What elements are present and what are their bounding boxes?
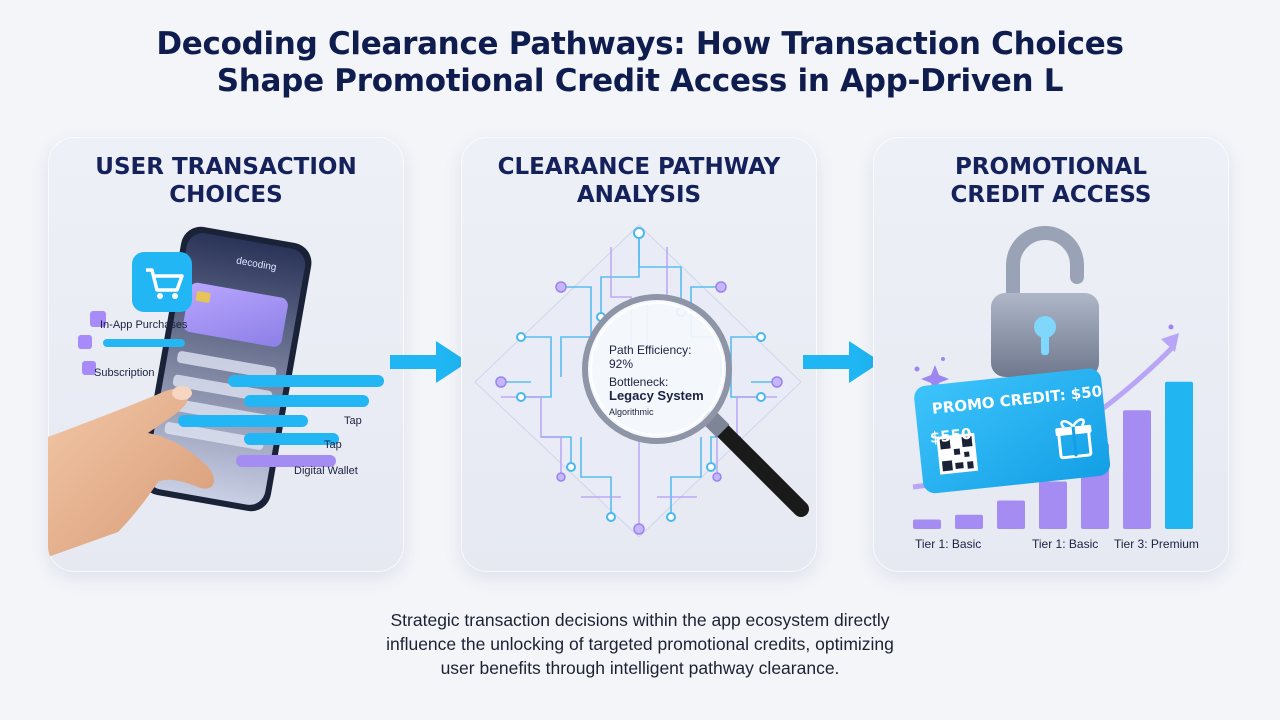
choice-bar xyxy=(178,415,308,427)
panel-clearance-pathway-analysis: CLEARANCE PATHWAY ANALYSIS xyxy=(461,137,817,572)
caption-line-3: user benefits through intelligent pathwa… xyxy=(440,658,840,678)
option-label: Digital Wallet xyxy=(294,465,358,477)
flow-arrow-2 xyxy=(803,341,881,383)
tier-label: Tier 1: Basic xyxy=(915,537,982,551)
panel-title-line-1: CLEARANCE PATHWAY xyxy=(497,154,781,180)
flow-arrow-1 xyxy=(390,341,468,383)
tier-bar xyxy=(913,519,941,529)
caption: Strategic transaction decisions within t… xyxy=(340,608,940,680)
bottleneck-value: Legacy System xyxy=(609,388,704,403)
option-label: Tap xyxy=(344,415,362,427)
option-label: In-App Purchases xyxy=(100,319,188,331)
panel-title: USER TRANSACTION CHOICES xyxy=(48,153,404,209)
panel-user-transaction-choices: USER TRANSACTION CHOICES xyxy=(48,137,404,572)
lens-readout: Path Efficiency: 92% Bottleneck: Legacy … xyxy=(609,343,704,419)
caption-line-1: Strategic transaction decisions within t… xyxy=(390,610,890,630)
lens-footnote: Algorithmic xyxy=(609,407,654,417)
sparkle-dot xyxy=(1168,324,1174,330)
tier-bar xyxy=(1039,481,1067,529)
cart-tile xyxy=(132,252,192,312)
choice-bar xyxy=(244,395,369,407)
promo-credit-card xyxy=(914,368,1111,494)
option-bar xyxy=(103,339,185,347)
sparkle-dot xyxy=(941,357,945,361)
tier-bar xyxy=(955,514,983,529)
path-efficiency-value: 92% xyxy=(609,357,634,371)
option-label: Tap xyxy=(324,439,342,451)
padlock-icon xyxy=(991,226,1099,377)
sparkle-icon xyxy=(921,365,949,393)
phone-illustration xyxy=(48,226,384,557)
panel-title-line-1: PROMOTIONAL xyxy=(954,154,1148,180)
bottleneck-label: Bottleneck: xyxy=(609,375,669,389)
tier-bar xyxy=(1165,381,1193,529)
path-efficiency-label: Path Efficiency: xyxy=(609,343,692,357)
caption-line-2: influence the unlocking of targeted prom… xyxy=(386,634,894,654)
circuit-network xyxy=(474,224,809,538)
tier-label: Tier 3: Premium xyxy=(1114,537,1199,551)
panel-title-line-1: USER TRANSACTION xyxy=(95,154,357,180)
title-line-2: Shape Promotional Credit Access in App-D… xyxy=(216,63,1064,99)
credit-illustration xyxy=(912,226,1193,529)
panel-title: PROMOTIONAL CREDIT ACCESS xyxy=(873,153,1229,209)
tier-label: Tier 1: Basic xyxy=(1032,537,1099,551)
option-icon xyxy=(82,361,96,375)
option-label: Subscription xyxy=(94,367,155,379)
panel-title-line-2: CREDIT ACCESS xyxy=(950,182,1152,208)
panel-title: CLEARANCE PATHWAY ANALYSIS xyxy=(461,153,817,209)
magnifying-glass-icon xyxy=(582,294,809,517)
panel-title-line-2: ANALYSIS xyxy=(576,182,702,208)
sparkle-dot xyxy=(914,366,920,372)
title-line-1: Decoding Clearance Pathways: How Transac… xyxy=(156,26,1124,62)
gift-icon xyxy=(1055,418,1093,460)
tier-bar xyxy=(997,500,1025,529)
hand xyxy=(48,386,215,557)
trend-arrowhead xyxy=(1161,333,1179,352)
option-icon xyxy=(90,311,106,327)
choice-bar xyxy=(244,433,339,445)
page-title: Decoding Clearance Pathways: How Transac… xyxy=(0,26,1280,100)
panel-promotional-credit-access: PROMOTIONAL CREDIT ACCESS xyxy=(873,137,1229,572)
option-icon xyxy=(78,335,92,349)
choice-bar xyxy=(236,455,336,467)
tier-bar xyxy=(1123,410,1151,529)
panel-title-line-2: CHOICES xyxy=(169,182,283,208)
choice-bar xyxy=(228,375,384,387)
